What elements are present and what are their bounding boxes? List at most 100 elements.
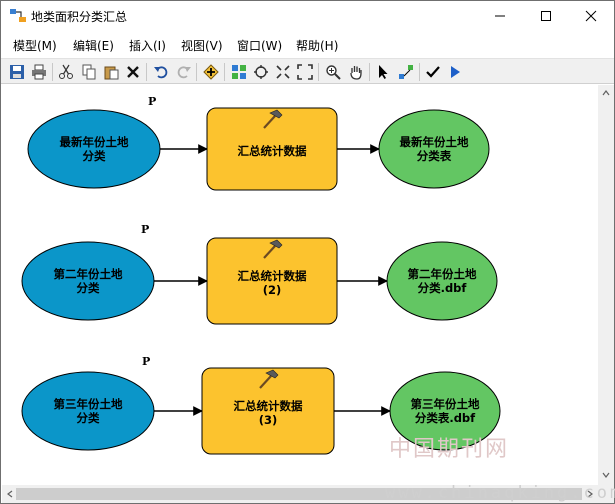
input-data-label: 第二年份土地 <box>54 267 123 281</box>
select-icon <box>379 65 388 79</box>
parameter-marker: P <box>142 355 150 368</box>
copy-icon <box>82 64 96 80</box>
parameter-marker: P <box>148 95 156 108</box>
output-data-node[interactable] <box>389 371 501 451</box>
pan-icon <box>350 66 362 80</box>
input-data-label: 分类 <box>83 149 106 163</box>
minimize-icon <box>495 15 505 17</box>
menu-help[interactable]: 帮助(H) <box>296 39 339 53</box>
close-icon <box>585 10 597 22</box>
hammer-icon <box>263 239 283 259</box>
hammer-icon <box>259 369 279 389</box>
title-bar: 地类面积分类汇总 <box>1 1 614 31</box>
cut-icon <box>59 64 73 79</box>
menu-window[interactable]: 窗口(W) <box>237 39 283 53</box>
zoom-to-icon <box>276 65 290 79</box>
output-data-node[interactable] <box>386 241 498 321</box>
menu-edit[interactable]: 编辑(E) <box>73 39 114 53</box>
cut-button[interactable] <box>56 62 76 82</box>
run-button[interactable] <box>445 62 465 82</box>
menu-model[interactable]: 模型(M) <box>13 39 57 53</box>
chevron-left-icon <box>7 490 13 498</box>
auto-layout-icon <box>232 65 246 79</box>
scroll-down-button[interactable] <box>598 467 614 483</box>
model-diagram: 最新年份土地分类P汇总统计数据最新年份土地分类表第二年份土地分类P汇总统计数据(… <box>21 95 501 455</box>
model-icon <box>9 8 27 24</box>
menu-view[interactable]: 视图(V) <box>181 39 223 53</box>
parameter-marker: P <box>141 223 149 236</box>
validate-icon <box>426 66 440 78</box>
connect-icon <box>399 65 413 79</box>
undo-icon <box>154 66 168 79</box>
minimize-button[interactable] <box>477 1 523 31</box>
chevron-up-icon <box>602 90 610 96</box>
close-button[interactable] <box>568 1 614 31</box>
toolbar-separator <box>196 63 197 81</box>
scroll-left-button[interactable] <box>2 486 18 502</box>
tool-label: 汇总统计数据 <box>238 269 307 283</box>
zoom-in-button[interactable] <box>323 62 343 82</box>
scroll-corner <box>598 485 614 503</box>
connect-button[interactable] <box>396 62 416 82</box>
delete-button[interactable] <box>123 62 143 82</box>
tool-label: 汇总统计数据 <box>238 144 307 158</box>
save-icon <box>10 65 24 79</box>
undo-button[interactable] <box>151 62 171 82</box>
horizontal-scroll-thumb[interactable] <box>16 488 582 500</box>
input-data-label: 第三年份土地 <box>54 397 123 411</box>
toolbar <box>1 58 614 84</box>
toolbar-separator <box>146 63 147 81</box>
paste-button[interactable] <box>101 62 121 82</box>
output-data-label: 第三年份土地 <box>411 397 480 411</box>
output-data-node[interactable] <box>378 109 490 189</box>
full-extent-button[interactable] <box>251 62 271 82</box>
horizontal-scrollbar[interactable] <box>2 485 598 503</box>
redo-button[interactable] <box>174 62 194 82</box>
window-title: 地类面积分类汇总 <box>31 10 128 24</box>
chevron-right-icon <box>587 490 593 498</box>
redo-icon <box>177 66 191 79</box>
chevron-down-icon <box>602 472 610 478</box>
add-data-button[interactable] <box>201 62 221 82</box>
select-button[interactable] <box>373 62 393 82</box>
toolbar-separator <box>369 63 370 81</box>
zoom-in-icon <box>326 65 341 80</box>
input-data-label: 最新年份土地 <box>60 135 129 149</box>
tool-label: (2) <box>263 283 282 297</box>
toolbar-separator <box>318 63 319 81</box>
pan-button[interactable] <box>346 62 366 82</box>
full-extent-icon <box>254 65 268 79</box>
output-data-label: 分类表 <box>417 149 452 163</box>
output-data-label: 第二年份土地 <box>408 267 477 281</box>
fit-button[interactable] <box>295 62 315 82</box>
add-data-icon <box>203 64 219 80</box>
hammer-icon <box>263 109 283 129</box>
tool-label: 汇总统计数据 <box>234 399 303 413</box>
run-icon <box>451 66 460 78</box>
maximize-icon <box>541 11 551 21</box>
toolbar-separator <box>419 63 420 81</box>
output-data-label: 分类.dbf <box>418 281 468 295</box>
zoom-to-button[interactable] <box>273 62 293 82</box>
menu-insert[interactable]: 插入(I) <box>129 39 166 53</box>
tool-label: (3) <box>259 413 278 427</box>
scroll-right-button[interactable] <box>582 486 598 502</box>
copy-button[interactable] <box>79 62 99 82</box>
output-data-label: 最新年份土地 <box>400 135 469 149</box>
toolbar-separator <box>224 63 225 81</box>
validate-button[interactable] <box>423 62 443 82</box>
input-data-label: 分类 <box>77 281 100 295</box>
scroll-up-button[interactable] <box>598 85 614 101</box>
vertical-scrollbar[interactable] <box>598 85 614 485</box>
maximize-button[interactable] <box>523 1 569 31</box>
menu-bar: 模型(M) 编辑(E) 插入(I) 视图(V) 窗口(W) 帮助(H) <box>1 34 614 56</box>
print-button[interactable] <box>29 62 49 82</box>
watermark-url: www.chinaqking.com <box>385 483 615 503</box>
auto-layout-button[interactable] <box>229 62 249 82</box>
fit-icon <box>297 64 313 80</box>
save-button[interactable] <box>7 62 27 82</box>
print-icon <box>32 64 46 80</box>
watermark-text: 中国期刊网 <box>389 437 510 462</box>
